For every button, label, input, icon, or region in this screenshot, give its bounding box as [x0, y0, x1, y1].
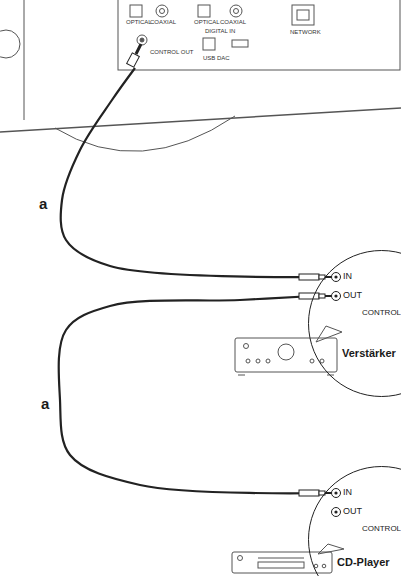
jack-label: NETWORK — [290, 29, 321, 36]
usb-b-jack — [203, 38, 215, 50]
jack-label: IN — [343, 271, 352, 282]
control-out-jack — [137, 35, 147, 45]
button — [266, 359, 270, 363]
control-callout: IN OUT CONTROL — [308, 250, 401, 397]
cable-label: a — [40, 396, 50, 411]
callout-circle — [309, 467, 401, 576]
plug — [299, 490, 319, 496]
panel-knob — [0, 30, 20, 58]
foot — [238, 375, 245, 376]
button — [322, 564, 326, 568]
optical-jack — [198, 5, 210, 17]
jack-label: OUT — [343, 506, 362, 517]
device-label: CD-Player — [337, 556, 390, 568]
jack-label: OPTICAL — [194, 19, 220, 26]
disc-slot — [258, 558, 304, 559]
rear-panel: OPTICALCOAXIALOPTICALCOAXIALDIGITAL INCO… — [100, 0, 401, 68]
jack-symbol — [332, 508, 341, 517]
plug — [136, 44, 141, 54]
callout-circle — [309, 251, 401, 397]
usb-a-jack — [232, 40, 248, 47]
display — [258, 562, 304, 568]
jack-label: USB DAC — [203, 55, 230, 62]
group-label: CONTROL — [308, 524, 401, 534]
jack-symbol — [334, 294, 337, 297]
cable-label: a — [38, 196, 48, 211]
jack-symbol — [332, 292, 341, 301]
callout-outline — [308, 250, 401, 397]
plug — [319, 294, 325, 298]
jack-label: OPTICAL — [126, 19, 152, 26]
group-label: DIGITAL IN — [205, 28, 235, 35]
amplifier-body — [235, 338, 337, 372]
jack-label: IN — [343, 487, 352, 498]
plug — [299, 274, 319, 280]
optical-jack — [130, 5, 142, 17]
jack-symbol — [334, 275, 337, 278]
control-out-jack — [140, 38, 144, 42]
callout-tail — [316, 326, 342, 342]
control-cable — [61, 68, 325, 277]
control-cable — [59, 296, 325, 493]
jack-symbol — [332, 273, 341, 282]
housing-bottom — [0, 108, 401, 132]
group-label: CONTROL — [308, 308, 401, 318]
button — [320, 359, 324, 363]
device-label: Verstärker — [342, 347, 396, 359]
jack-label: COAXIAL — [220, 19, 246, 26]
coaxial-jack — [156, 5, 168, 17]
jack-label: COAXIAL — [150, 19, 176, 26]
jack-label: OUT — [343, 290, 362, 301]
coaxial-jack — [230, 5, 242, 17]
network-jack — [292, 5, 314, 25]
jack-symbol — [332, 489, 341, 498]
coaxial-jack — [160, 9, 165, 14]
button — [244, 344, 249, 349]
volume-knob — [278, 344, 294, 360]
cd-player-body — [232, 552, 332, 573]
coaxial-jack — [234, 9, 239, 14]
network-jack — [297, 10, 309, 20]
button — [314, 564, 318, 568]
jack-label: CONTROL OUT — [150, 49, 193, 56]
button — [256, 359, 260, 363]
button — [310, 359, 314, 363]
plug-tip — [325, 295, 332, 297]
power-button — [238, 556, 243, 561]
jack-symbol — [334, 510, 337, 513]
plug — [127, 53, 140, 67]
plug — [299, 293, 319, 299]
jack-strip — [118, 0, 400, 70]
jack-symbol — [334, 491, 337, 494]
button — [246, 359, 250, 363]
panel-edge — [24, 0, 25, 120]
